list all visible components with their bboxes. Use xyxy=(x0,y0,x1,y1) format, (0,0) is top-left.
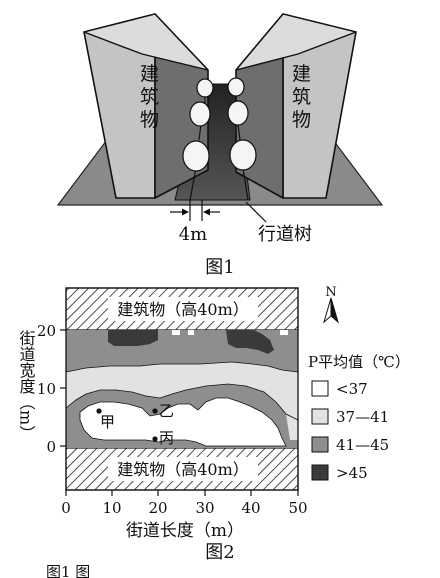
y-axis-label: 街道宽度（m） xyxy=(17,330,36,441)
figure-2-caption: 图2 xyxy=(205,542,234,563)
x-tick-30: 30 xyxy=(195,499,214,517)
tree-right-1 xyxy=(227,77,245,108)
gap-label: 4m xyxy=(179,224,208,245)
zone-above-45-left xyxy=(108,330,158,346)
legend-swatch-37-41 xyxy=(311,408,329,425)
plot-frame xyxy=(65,287,299,491)
point-yi-marker xyxy=(152,408,158,414)
point-bing-label: 丙 xyxy=(159,429,174,447)
tree-right-3 xyxy=(229,139,257,201)
legend-swatch-below-37 xyxy=(311,380,329,397)
right-building: 建筑物 xyxy=(235,13,357,199)
north-arrow-icon: N xyxy=(323,285,339,324)
tree-left-2 xyxy=(189,101,211,141)
bottom-band-label: 建筑物（高40m） xyxy=(117,460,249,479)
x-axis-label: 街道长度（m） xyxy=(126,521,244,541)
gap-dimension xyxy=(170,200,267,223)
x-tick-20: 20 xyxy=(148,499,167,517)
y-tick-20: 20 xyxy=(37,322,56,340)
tree-label: 行道树 xyxy=(258,224,312,245)
legend-label-41-45: 41—45 xyxy=(336,436,389,454)
figure-1-caption: 图1 xyxy=(205,257,234,278)
legend-swatch-above-45 xyxy=(311,464,329,481)
x-tick-40: 40 xyxy=(241,499,260,517)
x-tick-0: 0 xyxy=(61,499,71,517)
left-building-label: 建筑物 xyxy=(137,63,159,132)
legend-label-below-37: <37 xyxy=(336,380,368,398)
sample-points: 甲 乙 丙 xyxy=(96,402,174,447)
point-jia-marker xyxy=(96,408,102,414)
zone-boundary-edges xyxy=(65,361,299,421)
zone-above-45-right xyxy=(226,330,274,354)
zone-below-37 xyxy=(79,397,287,447)
legend-swatch-41-45 xyxy=(311,436,329,453)
x-tick-10: 10 xyxy=(102,499,121,517)
temperature-zones xyxy=(65,330,299,448)
x-axis-ticks xyxy=(65,490,299,496)
tree-right-2 xyxy=(227,100,249,141)
legend-label-above-45: >45 xyxy=(336,464,368,482)
bottom-band-label-bg xyxy=(108,457,258,481)
top-edge-white-gaps-3 xyxy=(280,330,288,335)
y-tick-10: 10 xyxy=(37,380,56,398)
street-trees xyxy=(182,77,257,201)
top-edge-white-gaps-2 xyxy=(188,330,194,335)
y-axis-ticks xyxy=(60,329,66,447)
point-yi-label: 乙 xyxy=(159,402,174,420)
top-band-label-bg xyxy=(108,297,258,321)
point-jia-label: 甲 xyxy=(100,413,115,431)
footer-cropped-text: 图1 图 xyxy=(46,563,90,578)
tree-left-3 xyxy=(182,140,210,201)
zone-37-41-right-lower xyxy=(286,414,298,440)
top-band-label: 建筑物（高40m） xyxy=(117,300,249,319)
legend-title: P平均值（℃） xyxy=(308,353,410,371)
right-building-label: 建筑物 xyxy=(289,63,311,132)
north-label: N xyxy=(325,285,336,300)
figure-1-street-canyon: 建筑物 建筑物 xyxy=(56,13,384,278)
y-tick-0: 0 xyxy=(46,438,56,456)
top-edge-white-gaps xyxy=(172,330,180,335)
point-bing-marker xyxy=(152,436,158,442)
figure-2-temperature-map: 建筑物（高40m） 建筑物（高40m） 0 10 20 xyxy=(17,285,410,563)
x-tick-50: 50 xyxy=(288,499,307,517)
legend-label-37-41: 37—41 xyxy=(336,408,389,426)
legend: P平均值（℃） <37 37—41 41—45 >45 xyxy=(308,353,410,482)
